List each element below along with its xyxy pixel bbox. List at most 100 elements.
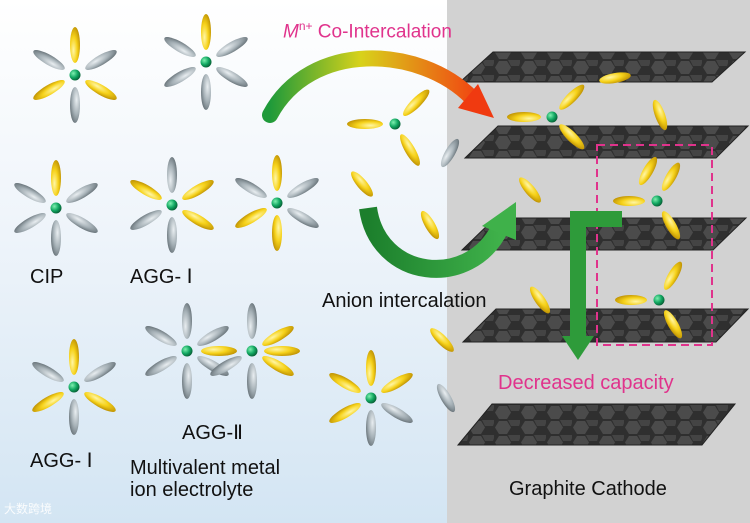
solvent-molecule — [285, 205, 321, 232]
anion — [31, 77, 67, 104]
solvent-molecule — [82, 359, 118, 386]
anion — [347, 119, 383, 129]
anion — [264, 346, 300, 356]
solvent-molecule — [214, 34, 250, 61]
anion — [613, 196, 645, 206]
solvent-molecule — [83, 47, 119, 74]
anion — [260, 323, 296, 350]
anion — [51, 160, 61, 196]
anion — [30, 389, 66, 416]
solvent-molecule — [70, 87, 80, 123]
solvent-molecule — [366, 410, 376, 446]
anion — [400, 87, 433, 120]
graphite-sheet-2 — [465, 126, 748, 158]
electrolyte-label-line1: Multivalent metal — [130, 457, 330, 479]
solvent-molecule — [247, 303, 257, 339]
solvent-molecule — [195, 323, 231, 350]
cip-label: CIP — [30, 266, 63, 288]
solvent-molecule — [379, 400, 415, 427]
anion — [418, 209, 443, 242]
anion — [659, 160, 684, 193]
anion — [233, 205, 269, 232]
intercalated-cation — [547, 112, 558, 123]
metal-ion-charge: n+ — [299, 19, 313, 33]
agg2-label: AGG-Ⅱ — [182, 422, 243, 444]
solvent-molecule — [12, 210, 48, 237]
solvent-molecule — [143, 353, 179, 380]
solvent-molecule — [233, 175, 269, 202]
anion — [327, 370, 363, 397]
electrolyte-label-line2: ion electrolyte — [130, 479, 330, 501]
solvent-molecule — [12, 180, 48, 207]
solvent-molecule — [247, 363, 257, 399]
co-intercalation-label: Mn+ Co-Intercalation — [283, 20, 452, 43]
solvent-molecule — [438, 137, 463, 170]
trapped-cation-1 — [652, 196, 663, 207]
anion — [260, 353, 296, 380]
co-intercalation-arrow — [270, 58, 472, 115]
anion — [201, 14, 211, 50]
anion — [556, 82, 587, 113]
co-intercalating-cluster — [390, 119, 401, 130]
anion — [366, 350, 376, 386]
anion — [272, 215, 282, 251]
solvent-molecule — [64, 210, 100, 237]
solvent-molecule — [31, 47, 67, 74]
cation-cluster-right — [366, 393, 377, 404]
anion — [83, 77, 119, 104]
anion-intercalation-label: Anion intercalation — [322, 290, 487, 312]
agg1-cluster-bottom — [69, 382, 80, 393]
anion — [661, 259, 686, 292]
solvent-molecule — [51, 220, 61, 256]
anion — [615, 295, 647, 305]
solvent-molecule — [167, 157, 177, 193]
decreased-capacity-label: Decreased capacity — [498, 372, 674, 394]
anion — [507, 112, 541, 122]
agg1-bottom-label: AGG- Ⅰ — [30, 450, 93, 472]
anion — [427, 325, 457, 355]
solvent-molecule — [182, 303, 192, 339]
decreased-capacity-arrowhead-icon — [562, 336, 594, 360]
metal-ion-symbol: M — [283, 21, 299, 42]
anion — [69, 339, 79, 375]
anion — [272, 155, 282, 191]
electrolyte-label: Multivalent metal ion electrolyte — [130, 457, 330, 501]
graphite-cathode-label: Graphite Cathode — [509, 478, 667, 500]
agg1-cluster-top — [167, 200, 178, 211]
anion — [180, 207, 216, 234]
graphite-sheet-5 — [458, 404, 735, 445]
solvent-molecule — [182, 363, 192, 399]
anion — [128, 177, 164, 204]
anion — [82, 389, 118, 416]
solvent-molecule — [128, 207, 164, 234]
solvent-molecule — [167, 217, 177, 253]
anion — [70, 27, 80, 63]
agg1-top-label: AGG- Ⅰ — [130, 266, 193, 288]
solvent-molecule — [30, 359, 66, 386]
watermark: 大数跨境 — [4, 500, 52, 517]
bridging-anion — [201, 346, 237, 356]
agg1-cluster-top-2 — [272, 198, 283, 209]
agg2-cluster-a — [182, 346, 193, 357]
solvent-molecule — [162, 64, 198, 91]
anion — [516, 175, 544, 206]
solvent-molecule — [201, 74, 211, 110]
anion — [327, 400, 363, 427]
anion — [397, 132, 424, 168]
solvent-molecule — [285, 175, 321, 202]
solvent-molecule — [214, 64, 250, 91]
trapped-cation-2 — [654, 295, 665, 306]
anion — [180, 177, 216, 204]
solvent-molecule — [143, 323, 179, 350]
solvent-molecule — [64, 180, 100, 207]
anion — [348, 169, 376, 200]
cation-cluster-2 — [201, 57, 212, 68]
solvent-molecule — [434, 382, 459, 415]
cip-cluster — [51, 203, 62, 214]
solvent-molecule — [69, 399, 79, 435]
anion — [636, 155, 661, 188]
co-intercalation-text: Co-Intercalation — [313, 21, 452, 42]
agg2-cluster-b — [247, 346, 258, 357]
